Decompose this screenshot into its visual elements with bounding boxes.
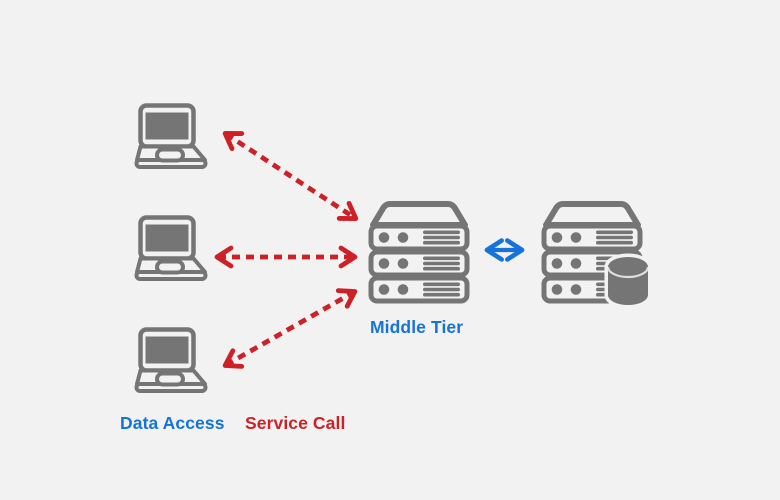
laptop-client-icon-3	[137, 330, 206, 392]
data-access-label: Data Access	[120, 413, 225, 433]
laptop-client-icon-2	[137, 218, 206, 280]
service-call-label: Service Call	[245, 413, 345, 433]
middle-tier-server-icon	[371, 204, 467, 301]
database-icon	[604, 253, 652, 309]
laptop-client-icon-1	[137, 106, 206, 168]
service-call-arrow-bottom	[222, 288, 358, 369]
service-call-arrow-top	[222, 131, 359, 221]
middle-tier-label: Middle Tier	[370, 317, 463, 337]
